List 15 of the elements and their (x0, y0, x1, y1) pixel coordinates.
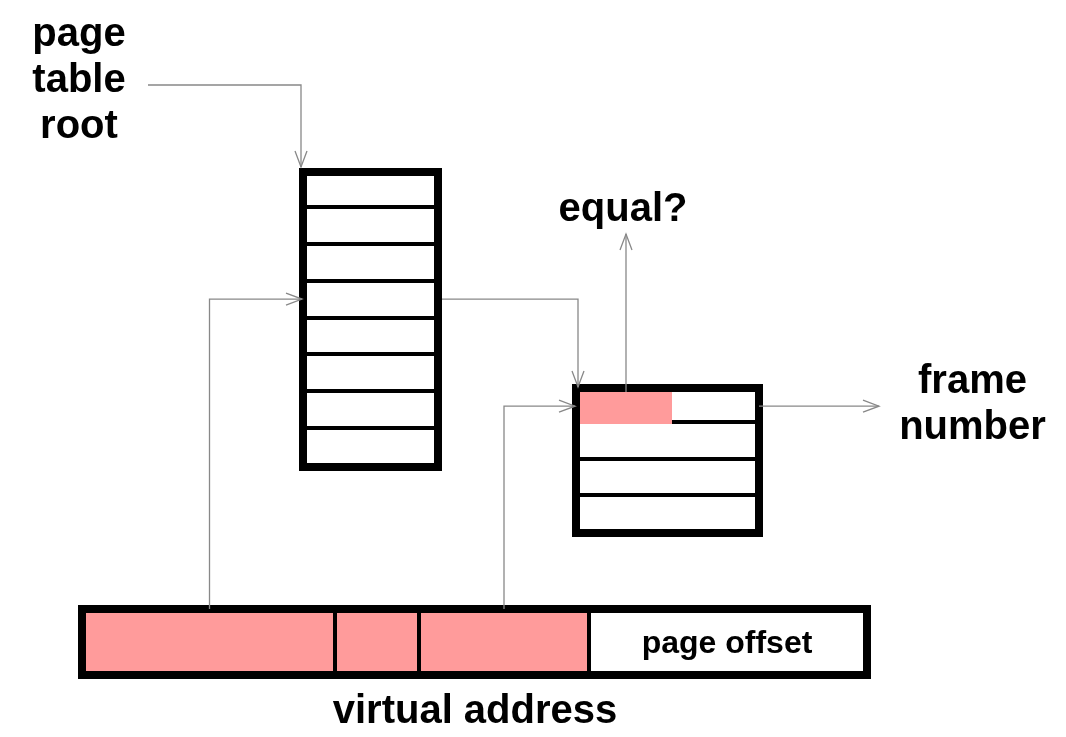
text-label: frame number (880, 352, 1065, 452)
page-table-entries (572, 384, 763, 537)
arrow (503, 399, 576, 610)
text-label: equal? (538, 182, 708, 232)
arrow (619, 233, 633, 393)
arrow (758, 399, 880, 413)
tag-field (580, 392, 672, 425)
text-label: page table root (14, 8, 144, 148)
arrow (441, 298, 585, 388)
caption: virtual address (331, 686, 619, 732)
arrow (147, 84, 308, 168)
table-row (576, 388, 759, 425)
page-table (299, 168, 442, 471)
arrow (208, 292, 303, 610)
address-bar (78, 605, 871, 679)
